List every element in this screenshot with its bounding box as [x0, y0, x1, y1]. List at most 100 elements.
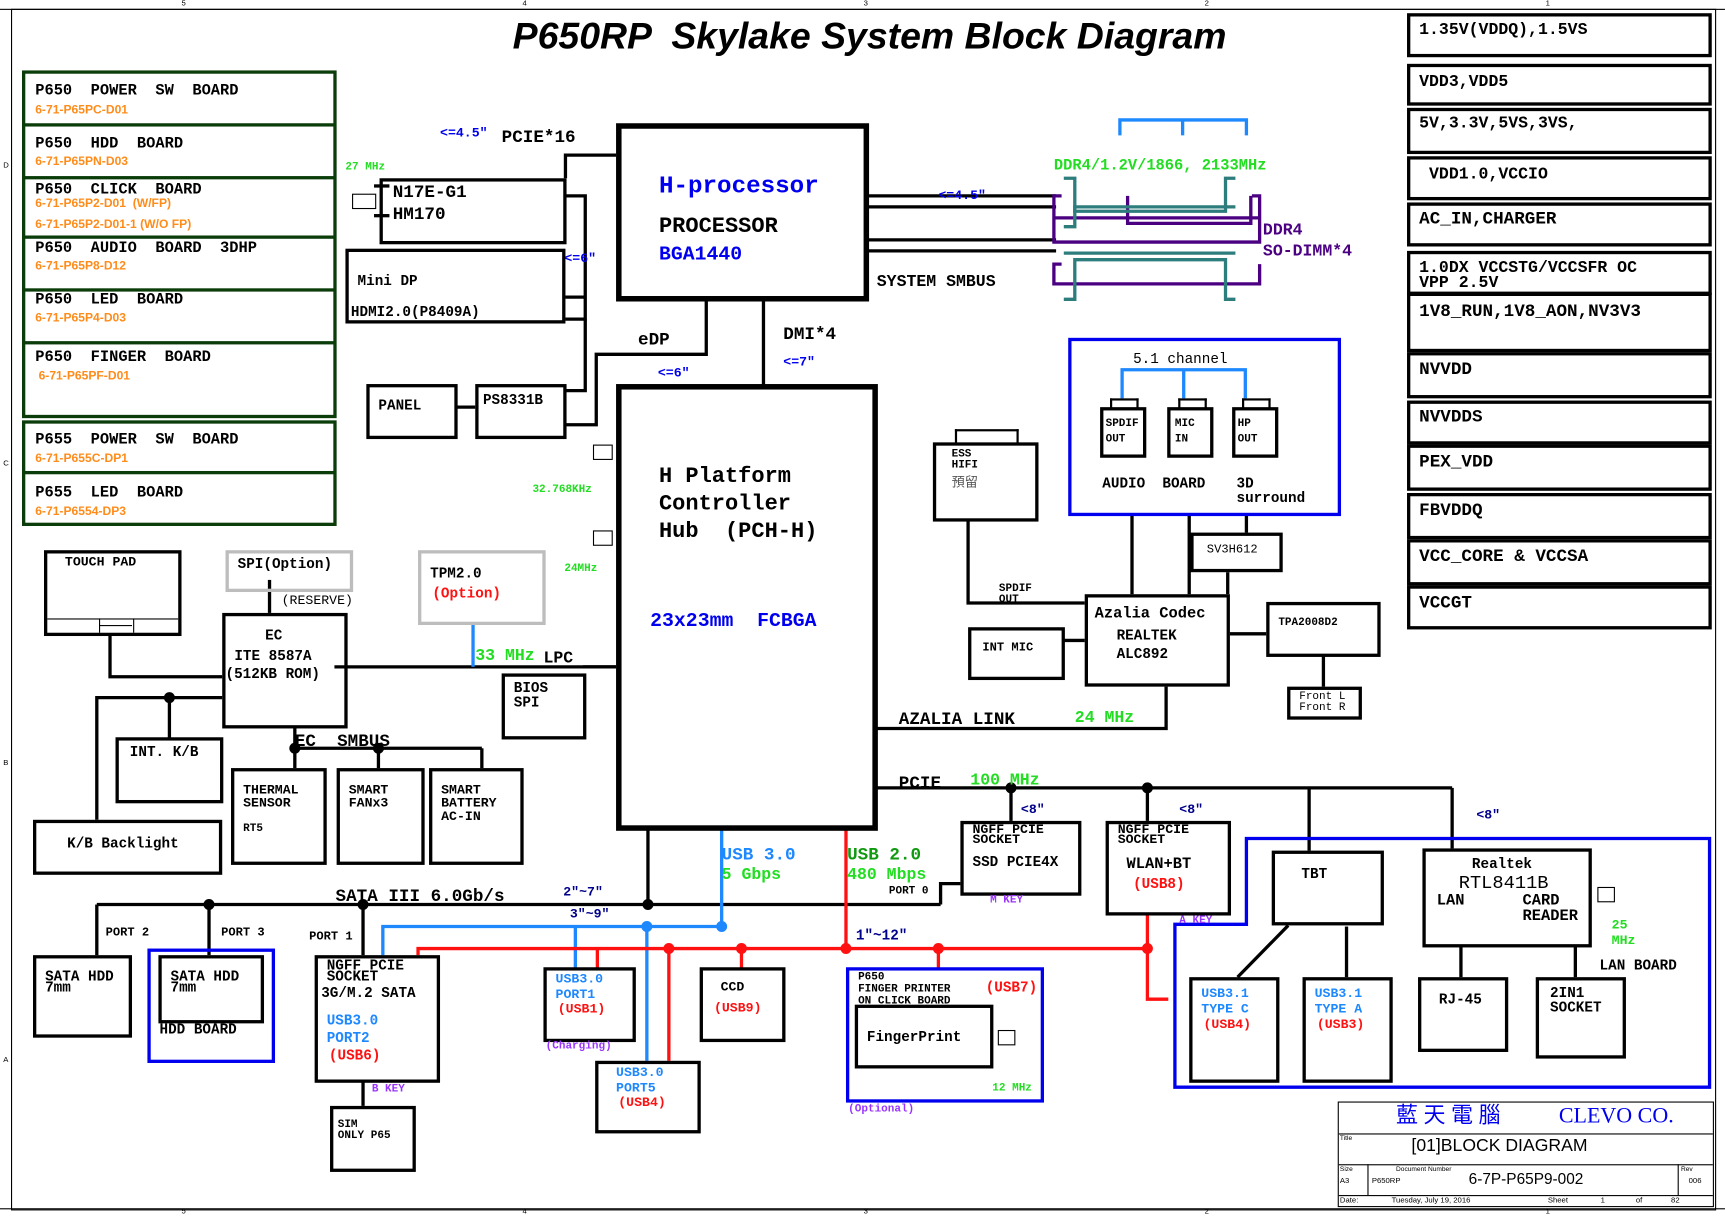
- bios-spi-block[interactable]: BIOS SPI: [501, 673, 587, 740]
- board-name: P650 FINGER BOARD: [35, 348, 211, 367]
- title-block: 藍 天 電 腦 CLEVO CO. Title [01]BLOCK DIAGRA…: [1337, 1101, 1714, 1208]
- minidp-hdmi-block[interactable]: Mini DP HDMI2.0(P8409A): [345, 248, 566, 324]
- edp-length: <=6": [657, 365, 690, 381]
- board-part: 6-71-P65P2-D01 (W/FP): [35, 196, 172, 211]
- sata-hdd-board[interactable]: SATA HDD 7mm: [158, 955, 265, 1024]
- usb3-port5-block[interactable]: USB3.0 PORT5 (USB4): [595, 1060, 701, 1134]
- page-title: P650RP Skylake System Block Diagram: [512, 15, 1227, 58]
- fingerprint-sensor[interactable]: FingerPrint: [854, 1004, 994, 1069]
- wire-edp: [565, 299, 708, 427]
- gpu-clock: 27 MHz: [345, 161, 386, 174]
- junction-dots: [163, 692, 1153, 911]
- lan-length: <8": [1476, 807, 1501, 824]
- fp-crystal-icon: [997, 1029, 1016, 1046]
- ess-hifi-block[interactable]: ESS HIFI 預留: [932, 442, 1039, 522]
- sata-length: 2"~7": [563, 884, 603, 901]
- wire-azalia-link: [876, 686, 1168, 731]
- wire-tbt-typec: [1236, 924, 1290, 979]
- edp-label: eDP: [638, 330, 670, 350]
- ngff-ssd-socket[interactable]: NGFF PCIE SOCKET SSD PCIE4X: [960, 820, 1082, 896]
- board-name: P655 POWER SW BOARD: [35, 431, 239, 449]
- xtal-crystal-icon: [592, 530, 613, 546]
- power-rail-box: 1V8_RUN,1V8_AON,NV3V3: [1407, 292, 1712, 353]
- spi-reserve-label: (RESERVE): [281, 593, 353, 609]
- spdif-out-label: SPDIF OUT: [998, 583, 1032, 607]
- power-rail-box: VDD1.0,VCCIO: [1407, 156, 1712, 201]
- smart-fan-block[interactable]: SMART FANx3: [336, 768, 425, 865]
- usb2-length: 1"~12": [855, 927, 908, 945]
- ps8331b-block[interactable]: PS8331B: [475, 384, 567, 440]
- sodimm-label: SO-DIMM*4: [1262, 242, 1353, 261]
- zone-side-a: A: [3, 1056, 9, 1065]
- wire-ec-kb: [95, 696, 223, 820]
- power-rail-box: 1.35V(VDDQ),1.5VS: [1407, 13, 1712, 58]
- azalia-codec-block[interactable]: Azalia Codec REALTEK ALC892: [1084, 594, 1230, 687]
- usb31-typec-block[interactable]: USB3.1 TYPE C (USB4): [1189, 977, 1280, 1083]
- p650-boards-frame: [22, 70, 337, 419]
- pcie16-label: PCIE*16: [501, 127, 576, 148]
- usb3-wires: [381, 118, 1249, 1061]
- power-rail-box: NVVDD: [1407, 352, 1712, 399]
- ddr4-label: DDR4: [1262, 221, 1303, 240]
- usb2-wires: [416, 827, 1169, 1061]
- dimm-graphic: [1052, 176, 1262, 301]
- pch-block[interactable]: H Platform Controller Hub (PCH-H) 23x23m…: [616, 384, 878, 831]
- cpu-family: H-processor: [658, 172, 819, 201]
- board-part: 6-71-P65PF-D01: [35, 369, 131, 383]
- thermal-sensor-block[interactable]: THERMAL SENSOR RT5: [231, 768, 327, 865]
- sv3h612-block[interactable]: SV3H612: [1190, 532, 1283, 573]
- panel-block[interactable]: PANEL: [366, 384, 458, 440]
- sheet-date: Tuesday, July 19, 2016: [1391, 1197, 1471, 1205]
- board-name: P655 LED BOARD: [35, 484, 184, 502]
- usb31-typea-block[interactable]: USB3.1 TYPE A (USB3): [1302, 977, 1393, 1083]
- internal-keyboard-block[interactable]: INT. K/B: [115, 737, 224, 804]
- rj45-block[interactable]: RJ-45: [1418, 977, 1509, 1052]
- tbt-block[interactable]: TBT: [1271, 850, 1384, 926]
- int-mic-block[interactable]: INT MIC: [968, 627, 1065, 681]
- pcie16-length: <=4.5": [440, 125, 488, 141]
- usb3-port1-block[interactable]: USB3.0 PORT1 (USB1): [543, 967, 636, 1043]
- usb2-label: USB 2.0: [847, 845, 922, 865]
- ec-smbus-label: EC SMBUS: [294, 731, 390, 752]
- smart-battery-block[interactable]: SMART BATTERY AC-IN: [429, 768, 524, 865]
- spi-option-block[interactable]: SPI(Option): [225, 550, 354, 593]
- touchpad-block[interactable]: TOUCH PAD: [44, 550, 182, 637]
- realtek-lan-block[interactable]: Realtek RTL8411B LAN CARD READER: [1422, 848, 1592, 948]
- lpc-clock: 33 MHz: [475, 647, 535, 666]
- board-part: 6-71-P65P4-D03: [35, 311, 127, 325]
- front-speakers-block[interactable]: Front L Front R: [1287, 686, 1362, 720]
- tpm-block[interactable]: TPM2.0 (Option): [418, 550, 546, 626]
- amp-block[interactable]: TPA2008D2: [1266, 601, 1381, 657]
- power-rail-box: NVVDDS: [1407, 400, 1712, 445]
- ec-block[interactable]: EC ITE 8587A (512KB ROM): [222, 612, 348, 729]
- lan-board-label: LAN BOARD: [1599, 957, 1677, 974]
- board-part: 6-71-P65PC-D01: [35, 103, 129, 117]
- zone-top-4: 4: [522, 0, 527, 8]
- azalia-clock: 24 MHz: [1074, 708, 1135, 728]
- lan-clock: 25 MHz: [1611, 917, 1636, 949]
- memory-length: <=4.5": [938, 188, 986, 204]
- sata-port1-label: PORT 1: [309, 930, 353, 945]
- gpu-block[interactable]: N17E-G1 HM170: [379, 178, 567, 245]
- sheet-total: 82: [1671, 1197, 1680, 1205]
- zone-side-c: C: [3, 459, 9, 468]
- kb-backlight-block[interactable]: K/B Backlight: [33, 819, 223, 875]
- power-rail-box: VCCGT: [1407, 585, 1712, 630]
- cpu-block[interactable]: H-processor PROCESSOR BGA1440: [616, 123, 870, 302]
- cpu-label: PROCESSOR: [658, 214, 778, 240]
- sheet-number: 1: [1600, 1197, 1605, 1205]
- ngff-wlan-socket[interactable]: NGFF PCIE SOCKET WLAN+BT (USB8): [1105, 820, 1232, 916]
- ccd-block[interactable]: CCD (USB9): [699, 967, 786, 1043]
- ngff-3g-socket[interactable]: NGFF PCIE SOCKET 3G/M.2 SATA USB3.0 PORT…: [314, 955, 441, 1083]
- minidp-length: <=6": [564, 250, 597, 267]
- sim-block[interactable]: SIM ONLY P65: [330, 1105, 416, 1172]
- sata-port3-label: PORT 3: [221, 926, 265, 940]
- wire-pcie16: [563, 153, 617, 179]
- board-name: P650 CLICK BOARD: [35, 181, 202, 200]
- zone-top-1: 1: [1545, 0, 1550, 8]
- two-in-one-socket[interactable]: 2IN1 SOCKET: [1535, 977, 1626, 1059]
- sata-hdd-main[interactable]: SATA HDD 7mm: [33, 955, 133, 1038]
